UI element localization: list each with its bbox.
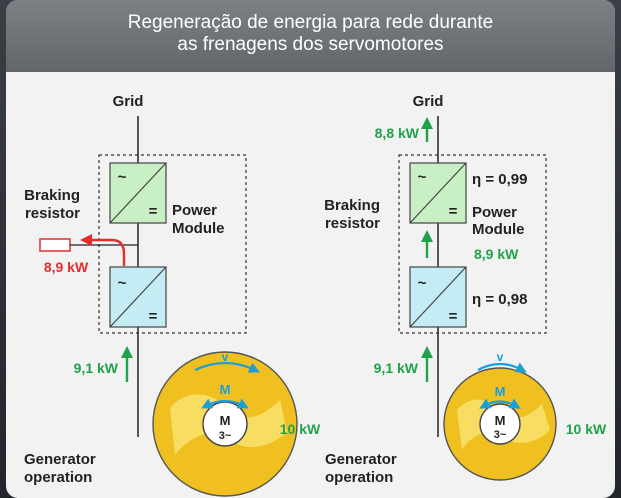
left-power-label-2: Module: [172, 220, 225, 237]
right-velocity-label: v: [497, 350, 504, 364]
title-line-1: Regeneração de energia para rede durante: [127, 12, 494, 33]
left-motor-phase: 3~: [219, 430, 232, 442]
left-upper-ac-symbol: ~: [118, 169, 127, 186]
right-motor-power: 10 kW: [566, 421, 607, 437]
left-lower-converter: ~ =: [109, 266, 167, 328]
left-power-module-box: [98, 154, 247, 334]
left-braking-label-1: Braking: [24, 187, 80, 204]
left-motor-m: M: [220, 413, 231, 428]
left-generator-label-2: operation: [24, 469, 92, 486]
left-diagram: Grid ~ = ~ = Braking resistor 8,9 kW Pow…: [24, 93, 321, 497]
right-motor: M 3~: [443, 367, 557, 481]
left-upper-dc-symbol: =: [149, 203, 158, 220]
right-upper-dc-symbol: =: [449, 203, 458, 220]
right-motor-phase: 3~: [494, 429, 507, 441]
right-moment-label: M: [495, 384, 506, 399]
left-braking-energy-arrow: [80, 234, 126, 266]
title-bar: Regeneração de energia para rede durante…: [6, 0, 615, 72]
left-moment-label: M: [220, 382, 231, 397]
left-velocity-arrow: [194, 361, 260, 373]
right-braking-label-2: resistor: [325, 215, 380, 232]
right-lower-ac-symbol: ~: [418, 275, 427, 292]
left-braking-label-2: resistor: [25, 205, 80, 222]
right-generator-label-2: operation: [325, 469, 393, 486]
right-eta-bottom: η = 0,98: [472, 291, 527, 308]
right-grid-label: Grid: [413, 93, 444, 110]
diagram-title: Regeneração de energia para rede durante…: [6, 12, 615, 56]
right-upper-ac-symbol: ~: [418, 169, 427, 186]
right-generator-label-1: Generator: [325, 451, 397, 468]
right-motor-m: M: [495, 413, 506, 428]
left-resistor-power: 8,9 kW: [44, 259, 89, 275]
left-lower-ac-symbol: ~: [118, 275, 127, 292]
title-line-2: as frenagens dos servomotores: [177, 34, 444, 55]
left-upper-converter: ~ =: [109, 162, 167, 224]
right-motor-output: 9,1 kW: [374, 360, 419, 376]
left-motor-output: 9,1 kW: [74, 360, 119, 376]
right-braking-label-1: Braking: [324, 197, 380, 214]
left-velocity-label: v: [222, 350, 229, 364]
left-motor: M 3~: [152, 351, 298, 497]
left-lower-dc-symbol: =: [149, 308, 158, 325]
right-upper-converter: ~ =: [409, 162, 467, 224]
right-moment-arrow: [479, 398, 521, 409]
right-velocity-arrow: [477, 362, 527, 373]
left-braking-resistor-icon: [39, 238, 71, 252]
left-generator-label-1: Generator: [24, 451, 96, 468]
left-grid-label: Grid: [113, 93, 144, 110]
right-power-label-2: Module: [472, 221, 525, 238]
right-grid-power: 8,8 kW: [375, 125, 420, 141]
right-lower-converter: ~ =: [409, 266, 467, 328]
left-moment-arrow: [201, 398, 249, 409]
right-power-label-1: Power: [472, 204, 517, 221]
right-dc-power: 8,9 kW: [474, 246, 519, 262]
left-power-label-1: Power: [172, 202, 217, 219]
left-motor-power: 10 kW: [280, 421, 321, 437]
right-eta-top: η = 0,99: [472, 171, 527, 188]
right-power-module-box: [398, 154, 547, 334]
right-lower-dc-symbol: =: [449, 308, 458, 325]
right-diagram: Grid 8,8 kW ~ = ~ = Braking resistor η =…: [324, 93, 607, 486]
